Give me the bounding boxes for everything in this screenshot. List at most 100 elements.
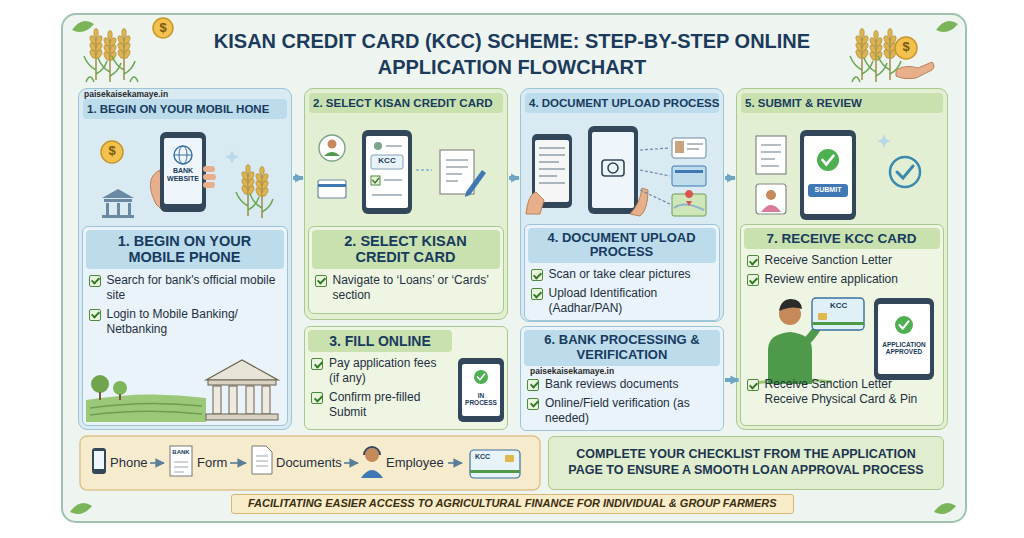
select-card-illustration	[318, 130, 486, 214]
bank-field-illustration	[86, 394, 206, 422]
footer-ribbon: FACILITATING EASIER ACCESS TO AGRICULTUR…	[231, 494, 794, 514]
checklist-item: Review entire application	[747, 272, 937, 287]
strip-icons	[505, 455, 514, 462]
bank-field-illustration	[113, 381, 127, 395]
strip-icons	[361, 470, 383, 478]
strip-label: Phone	[110, 456, 148, 470]
corner-decoration	[98, 31, 121, 82]
document-upload-illustration	[672, 166, 706, 186]
select-card-illustration	[372, 180, 402, 195]
submit-review-illustration	[761, 145, 781, 166]
bank-field-illustration	[90, 403, 202, 415]
screen-text: KCC	[372, 157, 402, 166]
step-heading: 7. RECEIVE KCC CARD	[744, 228, 940, 250]
select-card-illustration	[416, 169, 432, 171]
submit-review-illustration	[808, 184, 848, 197]
strip-icons	[470, 470, 520, 473]
strip-icons	[174, 462, 188, 472]
step-heading: 2. SELECT KISAN CREDIT CARD	[309, 93, 503, 113]
strip-icons	[92, 446, 520, 478]
farmer-card-illustration	[752, 379, 832, 384]
step-heading: 1. BEGIN ON YOUR MOBILE PHONE	[86, 230, 284, 269]
document-upload-illustration	[526, 126, 706, 216]
mobile-phone-illustration	[203, 166, 215, 172]
document-upload-illustration	[535, 140, 569, 202]
note-text: COMPLETE YOUR CHECKLIST FROM THE APPLICA…	[559, 447, 933, 478]
document-upload-illustration	[675, 170, 703, 173]
in-process-phone	[458, 358, 504, 422]
strip-label: Employee	[386, 456, 444, 470]
document-upload-illustration	[526, 192, 544, 214]
card-text: KCC	[830, 302, 847, 311]
select-card-illustration	[366, 136, 408, 208]
select-card-illustration	[440, 150, 474, 194]
submit-review-illustration	[761, 205, 781, 212]
strip-icons	[365, 448, 379, 462]
coin-icon	[153, 18, 173, 38]
mobile-phone-illustration	[225, 150, 239, 164]
mobile-phone-illustration	[203, 174, 216, 180]
checklist-item: Search for bank's official mobile site	[89, 273, 281, 303]
bank-field-illustration	[206, 360, 278, 380]
strip-icons	[94, 451, 104, 469]
mobile-phone-illustration	[203, 182, 215, 188]
strip-icons	[448, 462, 462, 464]
checklist-item: Scan or take clear pictures	[531, 267, 713, 282]
submit-review-illustration	[800, 130, 856, 220]
farmer-card-illustration	[874, 298, 934, 380]
corner-decoration	[70, 21, 958, 514]
note-box: COMPLETE YOUR CHECKLIST FROM THE APPLICA…	[548, 436, 944, 490]
mobile-phone-illustration	[164, 138, 202, 204]
coin-icon	[895, 37, 917, 59]
flow-arrow	[509, 176, 519, 180]
document-upload-illustration	[675, 141, 684, 153]
farmer-card-illustration	[812, 298, 864, 330]
button-text: SUBMIT	[808, 186, 848, 194]
submit-review-illustration	[890, 157, 920, 187]
coin-symbol: $	[157, 21, 169, 35]
flow-arrow	[725, 378, 739, 382]
step-box: 4. DOCUMENT UPLOAD PROCESSScan or take c…	[524, 224, 720, 322]
document-upload-illustration	[685, 190, 693, 206]
bank-field-illustration	[91, 375, 109, 393]
strip-icons	[170, 446, 192, 476]
corner-decoration	[70, 503, 92, 514]
document-text: BANK	[170, 449, 192, 456]
bank-field-illustration	[86, 360, 278, 422]
corner-decoration	[112, 29, 135, 80]
select-card-illustration	[362, 130, 412, 214]
checklist-item: Login to Mobile Banking/ Netbanking	[89, 307, 281, 337]
document-upload-illustration	[640, 148, 670, 204]
farmer-card-illustration	[752, 298, 934, 384]
checklist-item: Pay application fees (if any)	[311, 356, 449, 386]
document-upload-illustration	[588, 126, 638, 214]
submit-review-illustration	[756, 130, 920, 220]
document-upload-illustration	[608, 163, 618, 173]
title: KISAN CREDIT CARD (KCC) SCHEME: STEP-BY-…	[212, 28, 812, 81]
strip-icons	[150, 462, 164, 464]
select-card-illustration	[373, 178, 380, 183]
farmer-card-illustration	[812, 322, 864, 325]
step-heading: 1. BEGIN ON YOUR MOBIL HONE	[83, 99, 287, 119]
select-card-illustration	[371, 155, 403, 169]
document-upload-illustration	[602, 160, 624, 176]
corner-decoration	[934, 503, 956, 514]
strip-icons	[344, 462, 358, 464]
select-card-illustration	[465, 170, 486, 197]
document-upload-illustration	[592, 132, 634, 208]
submit-review-illustration	[756, 184, 786, 214]
step-box: 6. BANK PROCESSING & VERIFICATIONBank re…	[520, 326, 724, 431]
corner-decoration	[850, 29, 873, 80]
checklist-item: Receive Sanction Letter Receive Physical…	[747, 377, 937, 407]
submit-review-illustration	[897, 166, 913, 178]
strip-icons	[364, 447, 380, 455]
bank-field-illustration	[246, 386, 254, 414]
farmer-card-illustration	[779, 299, 802, 311]
corner-decoration	[936, 21, 958, 32]
screen-text: APPLICATION APPROVED	[878, 341, 930, 355]
screen-text: BANK WEBSITE	[164, 167, 202, 182]
coin-symbol: $	[900, 40, 912, 54]
in-process-phone	[458, 358, 504, 422]
select-card-illustration	[371, 176, 380, 185]
step-heading: 5. SUBMIT & REVIEW	[741, 93, 943, 113]
